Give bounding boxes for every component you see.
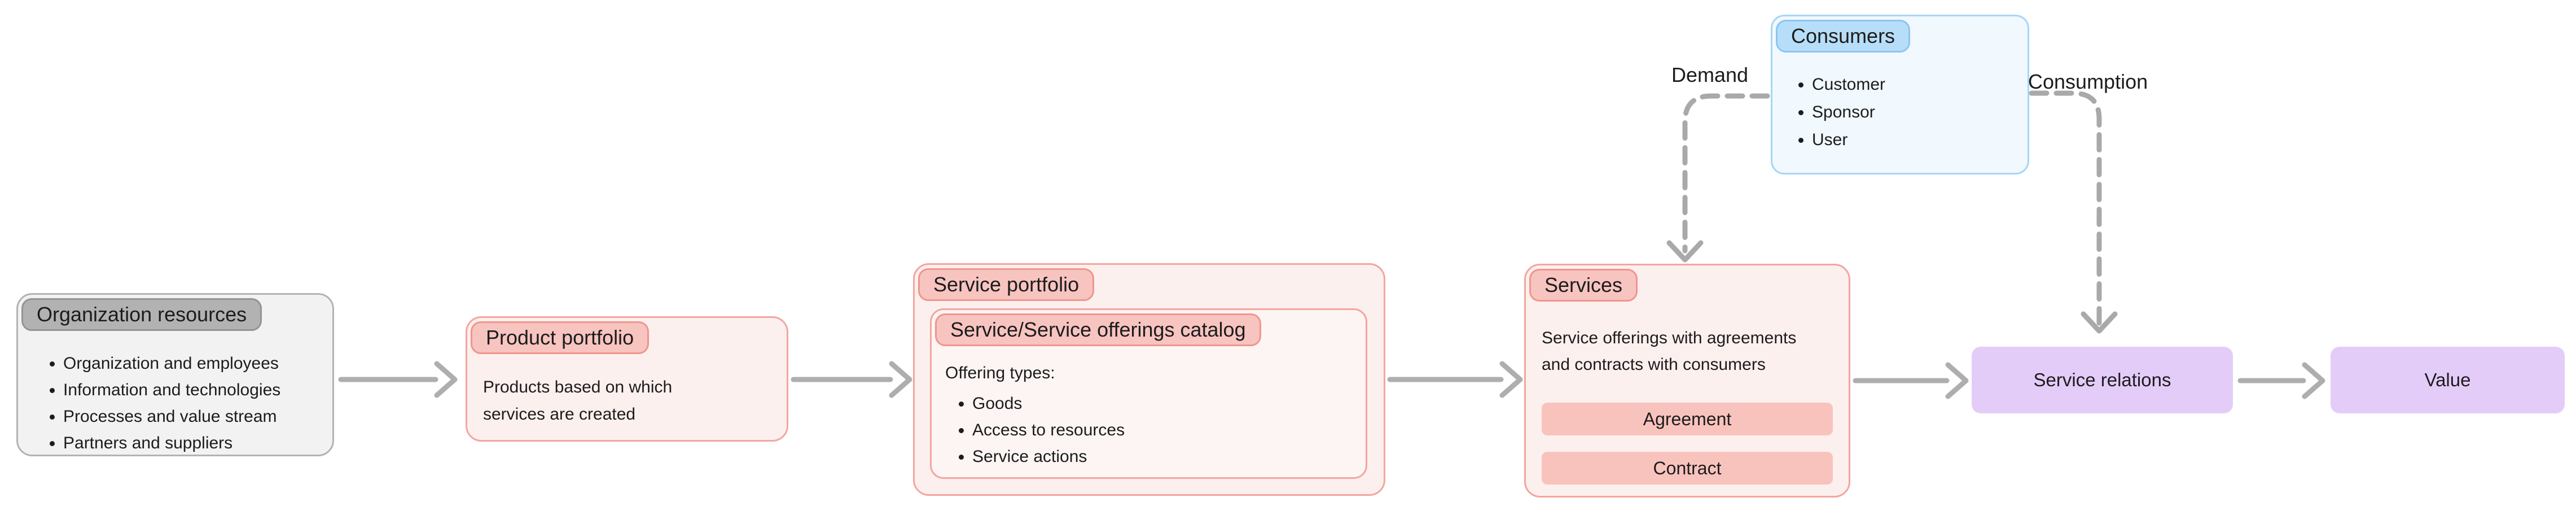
arrow-service-relations-to-value (2237, 362, 2325, 399)
node-service-relations: Service relations (1972, 347, 2233, 413)
arrow-shaft (1682, 93, 1770, 254)
arrow-head-icon (1945, 362, 1969, 399)
node-organization-resources: Organization resources Organization and … (16, 293, 334, 456)
organization-resources-list: Organization and employeesInformation an… (18, 350, 332, 456)
node-title-badge: Service portfolio (918, 268, 1095, 301)
node-title: Value (2424, 369, 2471, 390)
node-value: Value (2331, 347, 2565, 413)
arrow-head-icon (2302, 362, 2325, 399)
node-title-badge: Organization resources (21, 298, 262, 331)
product-portfolio-description: Products based on which services are cre… (483, 378, 673, 424)
node-title: Service relations (2033, 369, 2171, 390)
node-title-badge: Service/Service offerings catalog (935, 313, 1261, 346)
catalog-intro: Offering types: (945, 364, 1055, 382)
arrow-service-portfolio-to-services (1387, 361, 1523, 398)
node-services: Services Service offerings with agreemen… (1524, 264, 1850, 498)
node-contract: Contract (1542, 452, 1833, 485)
list-item: Partners and suppliers (63, 430, 327, 456)
list-item: Customer (1812, 71, 2022, 98)
node-product-portfolio: Product portfolio Products based on whic… (466, 316, 788, 442)
arrow-demand-consumers-to-services (1666, 93, 1770, 263)
list-item: Service actions (972, 443, 1360, 470)
edge-label-demand: Demand (1671, 63, 1749, 86)
list-item: Processes and value stream (63, 403, 327, 430)
node-agreement: Agreement (1542, 403, 1833, 435)
list-item: Organization and employees (63, 350, 327, 377)
node-service-offerings-catalog: Service/Service offerings catalog Offeri… (930, 308, 1367, 479)
list-item: User (1812, 126, 2022, 154)
arrow-product-to-service-portfolio (791, 361, 912, 398)
arrow-head-icon (2081, 311, 2118, 334)
arrow-head-icon (889, 361, 912, 398)
node-title-badge: Consumers (1776, 20, 1911, 53)
list-item: Sponsor (1812, 98, 2022, 126)
catalog-offering-types-list: GoodsAccess to resourcesService actions (932, 390, 1366, 470)
arrow-consumption-consumers-to-service-relations (2029, 90, 2118, 334)
node-title-badge: Product portfolio (471, 321, 650, 354)
arrow-head-icon (434, 361, 458, 398)
node-consumers: Consumers CustomerSponsorUser (1771, 15, 2029, 175)
node-service-portfolio: Service portfolio Service/Service offeri… (913, 263, 1385, 496)
arrow-services-to-service-relations (1853, 362, 1969, 399)
list-item: Information and technologies (63, 377, 327, 403)
arrow-organization-to-product (338, 361, 458, 398)
list-item: Access to resources (972, 417, 1360, 443)
arrow-shaft (2029, 90, 2102, 326)
consumers-list: CustomerSponsorUser (1772, 71, 2028, 154)
edge-label-consumption: Consumption (2028, 70, 2148, 93)
node-title-badge: Services (1529, 269, 1638, 302)
services-description: Service offerings with agreements and co… (1542, 329, 1797, 374)
arrow-head-icon (1499, 361, 1523, 398)
list-item: Goods (972, 390, 1360, 417)
arrow-head-icon (1666, 240, 1704, 263)
